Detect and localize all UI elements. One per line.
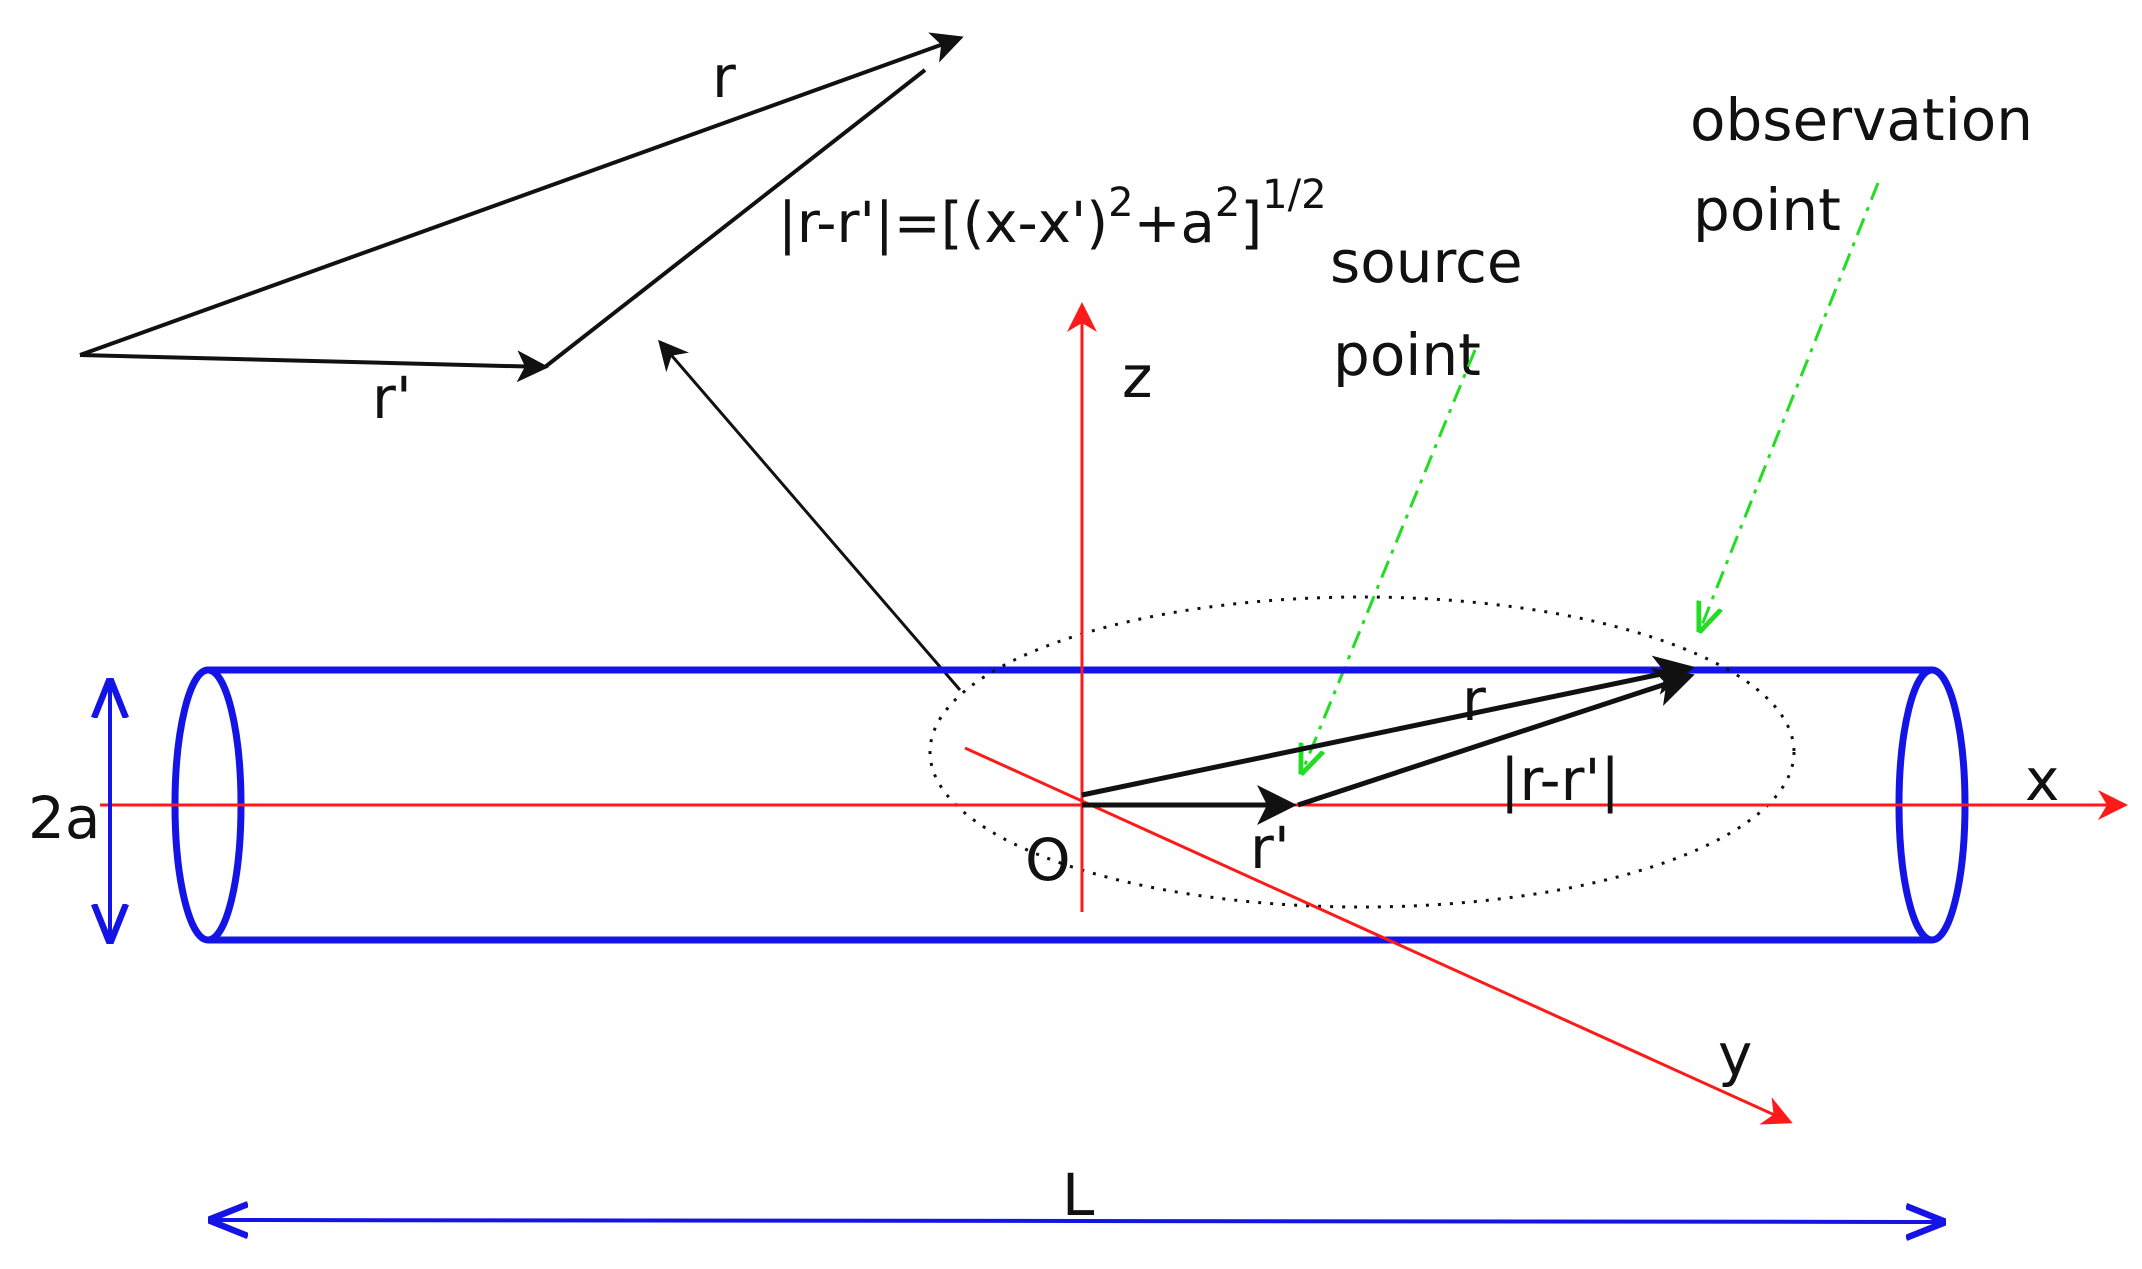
formula-sup1: 2 [1108, 180, 1133, 226]
formula-lhs: |r-r'|=[(x-x') [778, 191, 1108, 256]
inset-r-label: r [712, 43, 736, 111]
main-difference-vector [1297, 667, 1695, 808]
formula-mid: +a [1134, 191, 1215, 256]
zoom-pointer-arrow [658, 339, 962, 691]
radius-label: 2a [28, 784, 100, 852]
source-label-line1: source [1330, 228, 1523, 296]
observation-label-line2: point [1693, 176, 1841, 244]
distance-formula: |r-r'|=[(x-x')2+a2]1/2 [778, 172, 1327, 256]
length-dimension: L [212, 1161, 1942, 1229]
y-axis [964, 746, 1793, 1125]
formula-end: ] [1240, 191, 1262, 256]
radius-dimension: 2a [28, 682, 110, 940]
dotted-region-ellipse [928, 595, 1796, 909]
inset-r-prime-vector [79, 350, 549, 383]
formula-sup3: 1/2 [1262, 172, 1326, 218]
y-axis-label: y [1718, 1021, 1752, 1089]
main-r-prime-label: r' [1250, 814, 1290, 882]
observation-point-pointer [1700, 182, 1880, 630]
source-point-pointer [1302, 349, 1477, 772]
inset-r-vector [79, 32, 964, 357]
length-dimension-arrow [212, 1220, 1942, 1222]
inset-triangle: r r' [79, 32, 964, 432]
main-r-label: r [1462, 666, 1486, 734]
x-axis-label: x [2025, 746, 2059, 814]
origin-label: O [1025, 826, 1071, 894]
source-label-line2: point [1333, 321, 1481, 389]
formula-sup2: 2 [1215, 180, 1240, 226]
inset-difference-vector [543, 68, 927, 369]
observation-label-line1: observation [1690, 86, 2033, 154]
main-difference-label: |r-r'| [1500, 746, 1620, 814]
z-axis-label: z [1122, 343, 1152, 411]
cylinder-vectors: r r' |r-r'| [1081, 655, 1695, 882]
main-r-vector [1081, 655, 1695, 798]
inset-r-prime-label: r' [372, 364, 412, 432]
length-label: L [1062, 1161, 1094, 1229]
